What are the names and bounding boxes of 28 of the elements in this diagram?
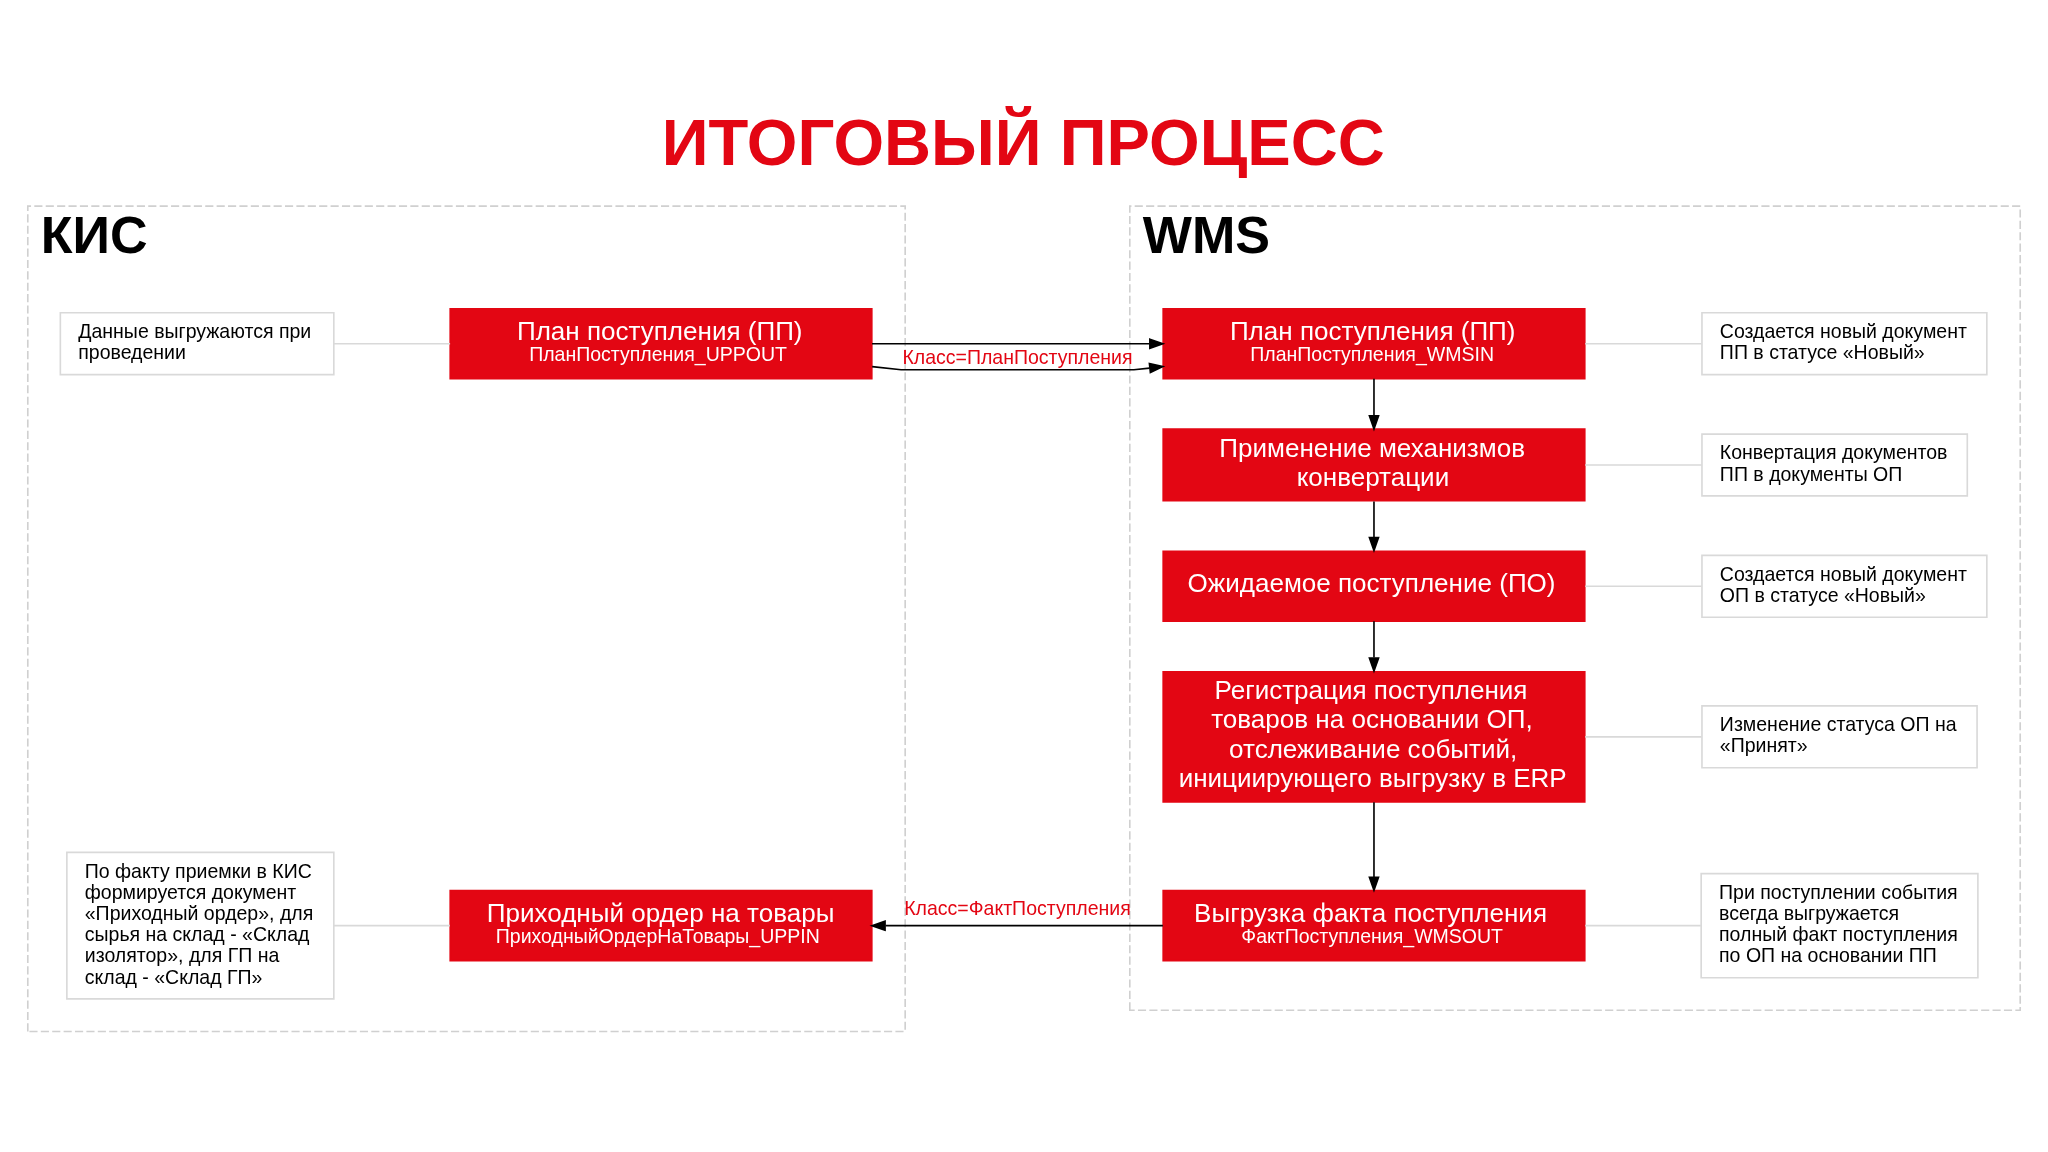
node-box: Приходный ордер на товары ПриходныйОрдерНаТовары_UPPIN (449, 889, 873, 961)
node-box: Создается новый документ ПП в статусе «Новый» (1701, 311, 1988, 375)
node-box: Данные выгружаются при проведении (59, 311, 335, 375)
connector (333, 342, 451, 345)
arrow (1368, 500, 1380, 553)
arrow (1368, 377, 1380, 431)
node-box: При поступлении события всегда выгружается полный факт поступления по ОП на основании ПП (1700, 872, 1979, 979)
diagram-title: ИТОГОВЫЙ ПРОЦЕСС (661, 105, 1385, 179)
node-box: Регистрация поступления товаров на основании ОП, отслеживание событий, инициирующего выгрузку в ERP (1162, 670, 1586, 803)
node-box: Создается новый документ ОП в статусе «Новый» (1701, 554, 1988, 618)
arrow (1368, 801, 1380, 893)
connector (1584, 735, 1703, 738)
connector (1584, 342, 1703, 345)
connector (1584, 584, 1703, 587)
node-box: Выгрузка факта поступления ФактПоступления_WMSOUT (1162, 889, 1586, 961)
arrow (871, 337, 1166, 374)
node-box: План поступления (ПП) ПланПоступления_UPPOUT (449, 307, 873, 380)
node-box: Применение механизмов конвертации (1162, 427, 1586, 502)
connector (1584, 924, 1702, 926)
node-box: Изменение статуса ОП на «Принят» (1701, 704, 1978, 769)
arrow (869, 919, 1164, 931)
arrow (1368, 620, 1380, 674)
node-box: План поступления (ПП) ПланПоступления_WMSIN (1162, 307, 1586, 380)
node-box: По факту приемки в КИС формируется документ «Приходный ордер», для сырья на склад - «Склад изолятор», для ГП на склад - «Склад ГП» (66, 851, 335, 1000)
edge-label: Класс=ФактПоступления (904, 896, 1131, 919)
node-box: Ожидаемое поступление (ПО) (1162, 549, 1586, 622)
node-box: Конвертация документов ПП в документы ОП (1701, 432, 1969, 497)
connector (333, 924, 451, 926)
